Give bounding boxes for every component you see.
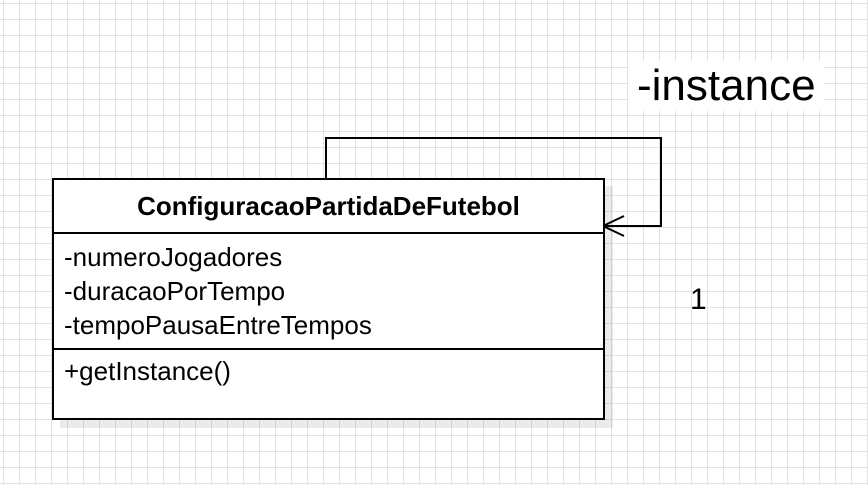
operation-get-instance: +getInstance() [64,356,231,386]
class-box[interactable]: ConfiguracaoPartidaDeFutebol -numeroJoga… [52,178,605,420]
operations-compartment: +getInstance() [54,350,603,388]
association-multiplicity: 1 [690,283,707,316]
class-name: ConfiguracaoPartidaDeFutebol [54,180,603,234]
attribute-numero-jogadores: -numeroJogadores [64,242,283,272]
association-path[interactable] [325,137,662,227]
attributes-compartment: -numeroJogadores -duracaoPorTempo -tempo… [54,234,603,350]
attribute-tempo-pausa-entre-tempos: -tempoPausaEntreTempos [64,310,372,340]
association-role-label: -instance [629,61,824,111]
attribute-duracao-por-tempo: -duracaoPorTempo [64,276,286,306]
